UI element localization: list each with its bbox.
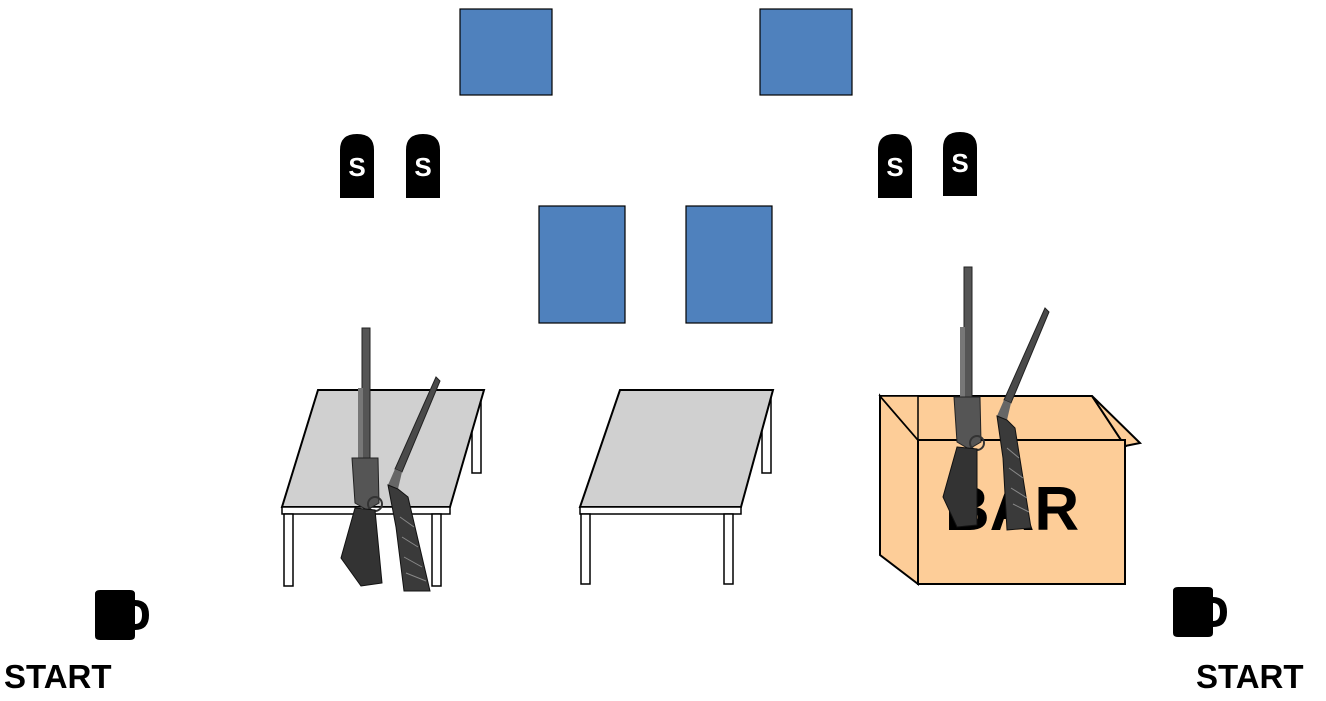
mug-icon — [1173, 587, 1227, 637]
shotgun-icon — [996, 307, 1050, 531]
tombstone-4: S — [943, 132, 977, 196]
tombstones: S S S S — [340, 132, 977, 198]
targets — [459, 8, 853, 324]
target-top-left — [459, 8, 553, 96]
tombstone-1: S — [340, 134, 374, 198]
rifle-icon — [340, 327, 383, 587]
tombstone-letter: S — [951, 148, 968, 178]
target-mid-left — [538, 205, 626, 324]
target-top-right — [759, 8, 853, 96]
target-mid-right — [685, 205, 773, 324]
mug-icon — [95, 590, 149, 640]
table-left — [280, 389, 486, 587]
tombstone-letter: S — [886, 152, 903, 182]
rifle-icon — [942, 266, 985, 528]
tombstone-2: S — [406, 134, 440, 198]
tombstone-letter: S — [348, 152, 365, 182]
shotgun-icon — [387, 376, 441, 592]
start-label-right: START — [1196, 658, 1304, 695]
tombstone-letter: S — [414, 152, 431, 182]
start-label-left: START — [4, 658, 112, 695]
tombstone-3: S — [878, 134, 912, 198]
table-middle — [578, 389, 775, 585]
